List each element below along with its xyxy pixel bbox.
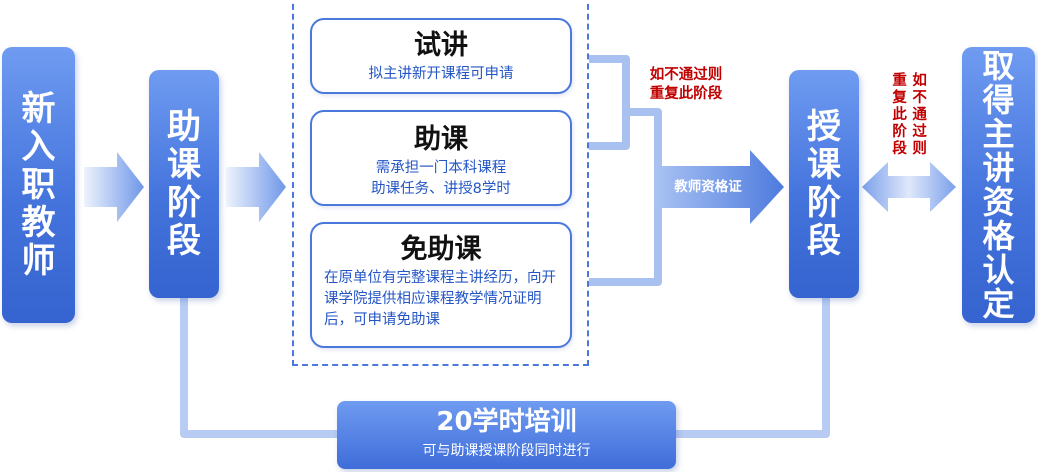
option-trial-lecture-desc: 拟主讲新开课程可申请	[368, 66, 514, 82]
training-box: 20学时培训 可与助课授课阶段同时进行	[337, 401, 676, 469]
double-arrow	[862, 162, 956, 212]
arrow-to-options	[226, 152, 286, 222]
option-assistant-course: 助课 需承担一门本科课程 助课任务、讲授8学时	[310, 110, 572, 206]
stage-new-teacher-label: 新入职教师	[21, 89, 56, 281]
options-frame	[292, 0, 589, 366]
option-assistant-course-title: 助课	[414, 124, 468, 155]
option-exemption: 免助课 在原单位有完整课程主讲经历，向开课学院提供相应课程教学情况证明后，可申请…	[310, 222, 572, 348]
option-assistant-course-desc-1: 需承担一门本科课程	[375, 160, 507, 176]
retry-note-vertical-left: 重复此阶段	[892, 73, 907, 157]
retry-note: 如不通过则 重复此阶段	[640, 66, 732, 104]
retry-note-vertical-right: 如不通过则	[912, 73, 927, 157]
stage-assistant-label: 助课阶段	[166, 107, 201, 261]
option-exemption-title: 免助课	[400, 234, 482, 265]
training-subtitle: 可与助课授课阶段同时进行	[422, 443, 591, 459]
retry-note-line2: 重复此阶段	[649, 86, 723, 102]
option-assistant-course-desc-2: 助课任务、讲授8学时	[371, 181, 511, 197]
merge-connector	[589, 55, 662, 286]
arrow-to-assistant-stage	[84, 152, 144, 222]
option-trial-lecture: 试讲 拟主讲新开课程可申请	[310, 18, 572, 94]
stage-teaching: 授课阶段	[789, 70, 859, 298]
training-title: 20学时培训	[436, 407, 577, 437]
teacher-certificate-label: 教师资格证	[674, 179, 742, 195]
stage-teaching-label: 授课阶段	[806, 107, 841, 261]
retry-note-line1: 如不通过则	[649, 67, 723, 83]
training-bracket	[180, 298, 830, 438]
stage-new-teacher: 新入职教师	[2, 47, 75, 323]
arrow-to-teaching-stage	[654, 150, 784, 224]
stage-assistant: 助课阶段	[149, 70, 219, 298]
option-trial-lecture-title: 试讲	[414, 30, 468, 61]
stage-qualification: 取得主讲资格认定	[962, 47, 1035, 323]
stage-qualification-label: 取得主讲资格认定	[982, 47, 1015, 323]
option-exemption-desc: 在原单位有完整课程主讲经历，向开课学院提供相应课程教学情况证明后，可申请免助课	[324, 270, 556, 328]
